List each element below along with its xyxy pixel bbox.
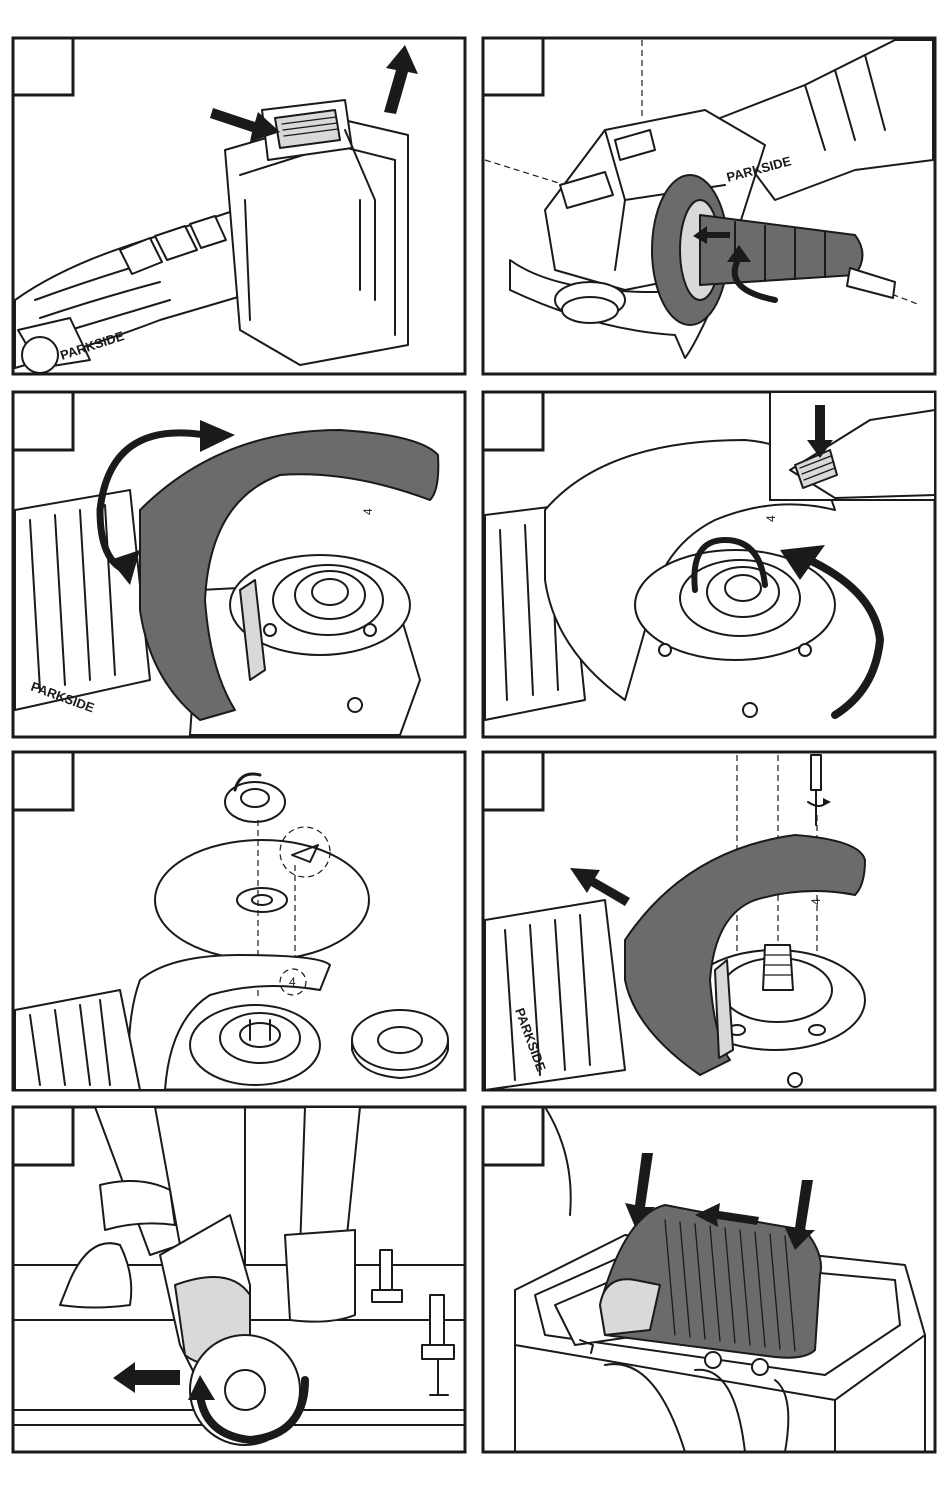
panel-cutting-operation	[0, 1095, 475, 1460]
panel-guard-screws: PARKSIDE 4	[475, 740, 950, 1095]
switch-operation-illustration	[475, 1095, 950, 1460]
guard-marking: 4	[809, 898, 823, 905]
guard-marking: 4	[361, 508, 375, 515]
panel-disc-mounting: 4	[0, 740, 475, 1095]
battery-removal-illustration: PARKSIDE	[0, 0, 475, 380]
panel-guard-release: 4	[475, 380, 950, 740]
panel-guard-rotation: PARKSIDE 4	[0, 380, 475, 740]
guard-release-illustration: 4	[475, 380, 950, 740]
side-handle-illustration: PARKSIDE	[475, 0, 950, 380]
guard-screws-illustration: PARKSIDE 4	[475, 740, 950, 1095]
guard-rotation-illustration: PARKSIDE 4	[0, 380, 475, 740]
panel-side-handle: PARKSIDE	[475, 0, 950, 380]
cutting-operation-illustration	[0, 1095, 475, 1460]
disc-mounting-illustration: 4	[0, 740, 475, 1095]
guard-marking: 4	[289, 975, 296, 989]
guard-marking: 4	[764, 515, 778, 522]
panel-switch-operation	[475, 1095, 950, 1460]
panel-battery-removal: PARKSIDE	[0, 0, 475, 380]
